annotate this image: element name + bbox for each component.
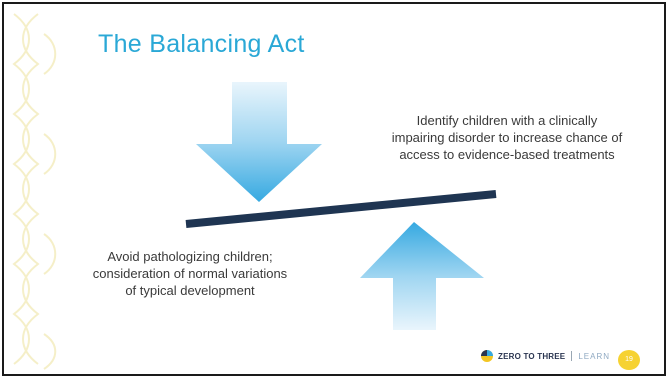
logo-wordmark: ZERO TO THREE — [498, 351, 566, 361]
left-decoration — [12, 13, 57, 370]
up-arrow — [360, 222, 484, 330]
logo-learn: LEARN — [578, 351, 611, 361]
slide-title: The Balancing Act — [98, 30, 305, 58]
page-number-badge: 19 — [618, 350, 640, 370]
logo-mark-icon — [481, 350, 493, 362]
down-arrow — [196, 82, 322, 202]
logo-divider — [571, 351, 573, 361]
zero-to-three-logo: ZERO TO THREE LEARN — [480, 349, 610, 363]
balance-beam — [185, 190, 497, 228]
left-statement: Avoid pathologizing children; considerat… — [92, 249, 288, 298]
right-statement: Identify children with a clinically impa… — [391, 113, 623, 162]
balance-graphic — [185, 82, 497, 330]
